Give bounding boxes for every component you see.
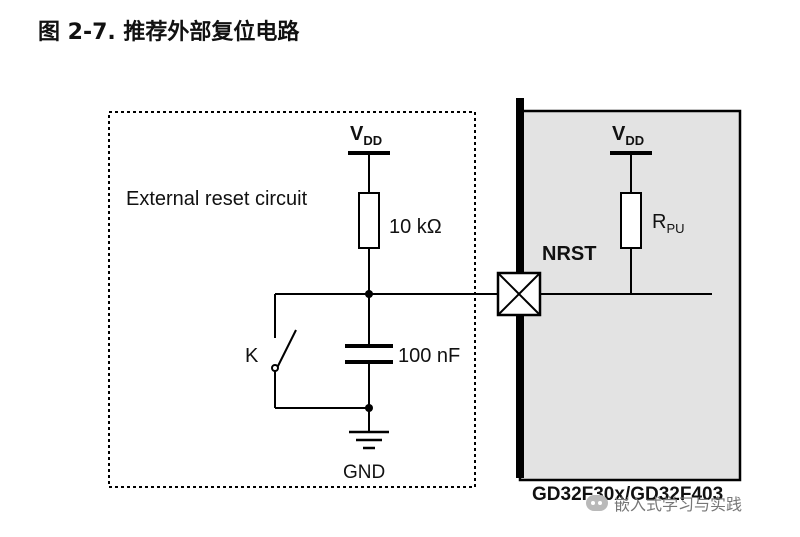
- junction-dot-top: [365, 290, 373, 298]
- switch-contact: [271, 364, 279, 372]
- vdd-label-external: VDD: [350, 123, 382, 148]
- nrst-pad-cross-2: [497, 272, 541, 316]
- external-circuit-label: External reset circuit: [126, 188, 308, 210]
- rpu-label: RPU: [652, 211, 685, 236]
- watermark-text: 嵌入式学习与实践: [614, 495, 743, 514]
- junction-dot-bottom: [365, 404, 373, 412]
- resistor-10k: [358, 192, 380, 249]
- wechat-icon: [586, 495, 608, 511]
- nrst-label: NRST: [542, 243, 596, 265]
- vdd-label-internal: VDD: [612, 123, 644, 148]
- ground-label: GND: [343, 462, 385, 483]
- figure-title: 图 2-7. 推荐外部复位电路: [38, 20, 300, 45]
- external-circuit-box: [108, 111, 476, 488]
- switch-blade: [276, 329, 297, 369]
- chip-part-number: GD32F30x/GD32F403: [532, 484, 723, 505]
- watermark: 嵌入式学习与实践: [586, 491, 742, 515]
- resistor-rpu: [620, 192, 642, 249]
- resistor-value-label: 10 kΩ: [389, 216, 442, 238]
- capacitor-value-label: 100 nF: [398, 345, 460, 367]
- switch-label: K: [245, 345, 259, 367]
